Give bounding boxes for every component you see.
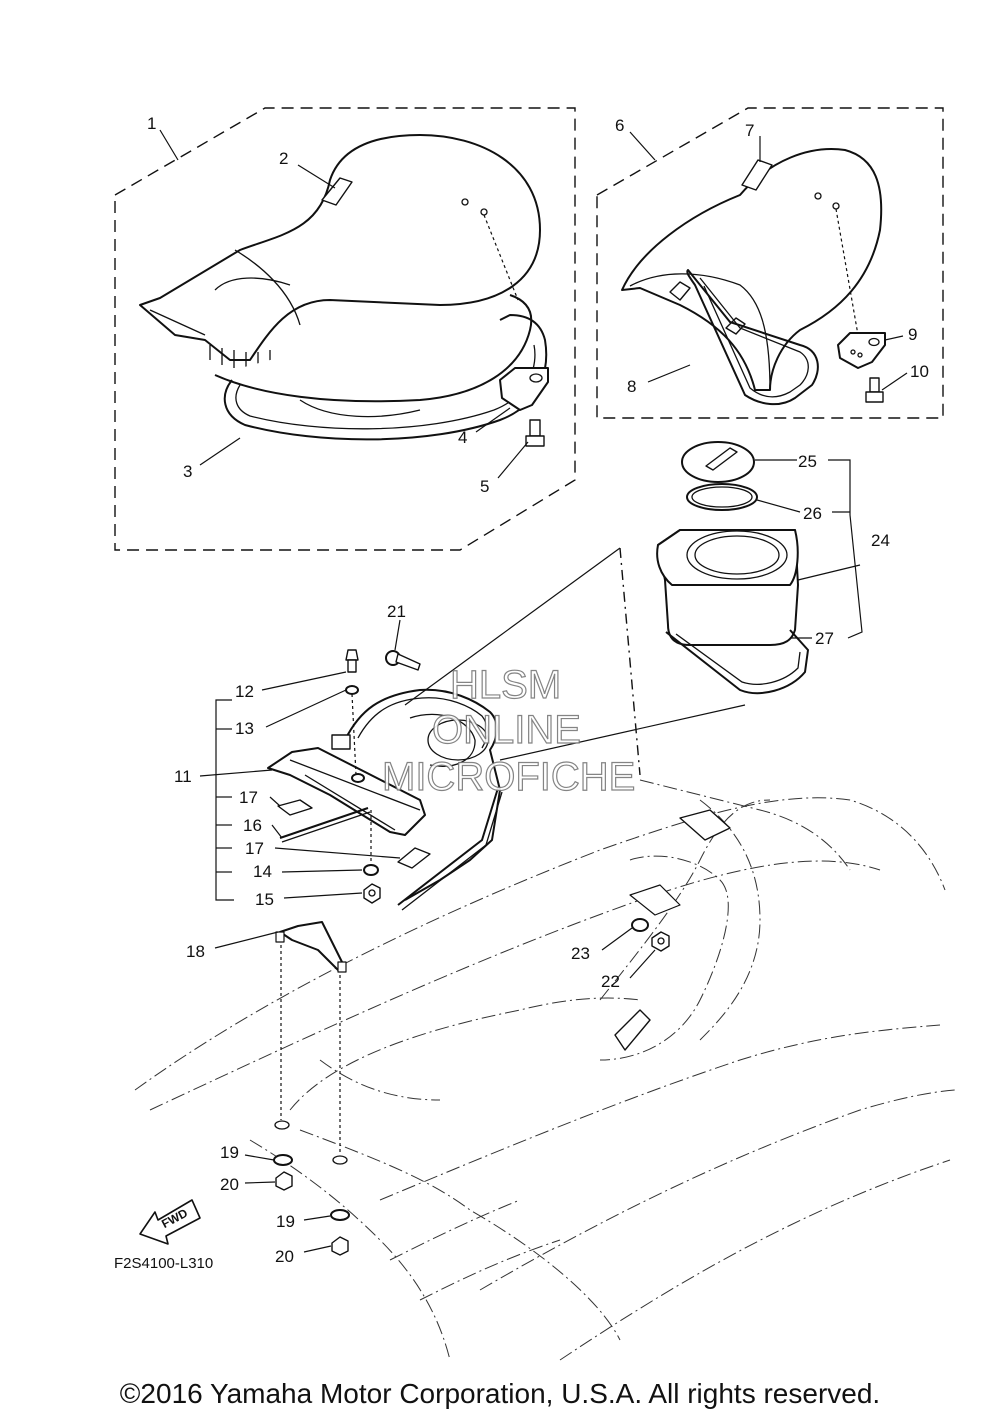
leader-lines: [199, 136, 908, 1253]
callout-8: 8: [627, 377, 636, 396]
watermark-line-3: MICROFICHE: [382, 755, 635, 799]
forward-arrow-icon: FWD: [139, 1199, 201, 1245]
nut-part-15: [363, 883, 381, 904]
callout-3: 3: [183, 462, 192, 481]
callout-11: 11: [174, 767, 192, 786]
bolt-part-5: [525, 419, 545, 447]
callout-22: 22: [601, 972, 620, 991]
seat-assembly-6-box: [596, 107, 944, 419]
strip-part: [397, 787, 503, 911]
guide-lines: [404, 547, 746, 776]
rear-seat-part-7: [621, 148, 883, 391]
bolt-part-12: [345, 649, 359, 673]
rear-seat-seal-part-8: [686, 269, 819, 406]
callout-9: 9: [908, 325, 917, 344]
nut-part-20a: [275, 1171, 293, 1191]
bolt-part-10: [865, 377, 884, 403]
nut-part-20b: [331, 1236, 349, 1256]
seat-hook-part-9: [837, 332, 886, 369]
reference-code: F2S4100-L310: [114, 1255, 213, 1272]
bracket-part-11: [267, 693, 426, 836]
callout-27: 27: [815, 629, 834, 648]
callout-16: 16: [243, 816, 262, 835]
callout-7: 7: [745, 121, 754, 140]
strap-part-16: [279, 807, 371, 843]
hull-outline: [134, 779, 956, 1361]
callout-20a: 20: [220, 1175, 239, 1194]
callout-1: 1: [147, 114, 156, 133]
grommet-part-14: [363, 810, 379, 876]
washer-part-19a: [273, 1154, 293, 1166]
watermark-line-2: ONLINE: [432, 708, 581, 752]
callout-19a: 19: [220, 1143, 239, 1162]
main-seat-part: [139, 134, 541, 418]
callout-labels: 1 2 3 4 5 6 7 8 9 10 11 12 13 14 15 16 1…: [114, 114, 929, 1272]
washer-part-19b: [330, 1209, 350, 1221]
washer-part-13: [345, 685, 359, 695]
callout-12: 12: [235, 682, 254, 701]
callout-20b: 20: [275, 1247, 294, 1266]
callout-17a: 17: [239, 788, 258, 807]
callout-25: 25: [798, 452, 817, 471]
storage-box-part-24: [656, 529, 799, 646]
bracket-part-18: [274, 921, 348, 1165]
callout-14: 14: [253, 862, 272, 881]
callout-17b: 17: [245, 839, 264, 858]
gasket-part-27: [665, 629, 809, 695]
callout-2: 2: [279, 149, 288, 168]
bracket-24-lines: [755, 459, 863, 639]
callout-26: 26: [803, 504, 822, 523]
sheet-part-17b: [397, 847, 431, 869]
callout-4: 4: [458, 428, 467, 447]
callout-6: 6: [615, 116, 624, 135]
washer-part-23: [631, 918, 649, 932]
callout-10: 10: [910, 362, 929, 381]
o-ring-part-26: [686, 483, 758, 511]
copyright-notice: ©2016 Yamaha Motor Corporation, U.S.A. A…: [119, 1378, 881, 1409]
nut-part-22: [651, 931, 670, 952]
storage-tray-part: [344, 688, 501, 901]
watermark-line-1: HLSM: [450, 663, 561, 707]
callout-5: 5: [480, 477, 489, 496]
watermark: HLSM ONLINE MICROFICHE: [381, 662, 636, 799]
seat-hook-part-4: [499, 367, 549, 411]
callout-18: 18: [186, 942, 205, 961]
callout-21: 21: [387, 602, 406, 621]
bolt-part-21: [385, 650, 421, 671]
callout-24: 24: [871, 531, 890, 550]
callout-19b: 19: [276, 1212, 295, 1231]
callout-23: 23: [571, 944, 590, 963]
cap-part-25: [681, 441, 755, 483]
callout-13: 13: [235, 719, 254, 738]
callout-15: 15: [255, 890, 274, 909]
sheet-part-17a: [277, 799, 313, 816]
seat-assembly-1-box: [114, 107, 576, 551]
